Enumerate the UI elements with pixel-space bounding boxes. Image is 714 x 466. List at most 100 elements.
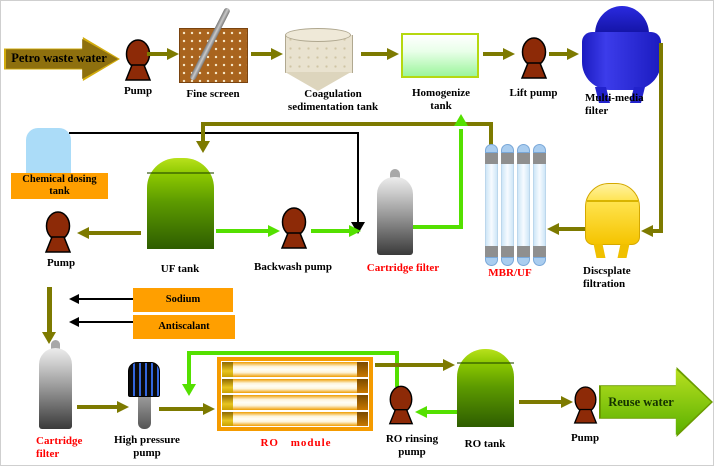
ro-module-label: RO module	[260, 437, 332, 449]
arrow-pump1-to-finescreen	[147, 52, 169, 56]
green-arrowhead-into-romodule-inlet	[182, 384, 196, 396]
high-pressure-pump-body	[138, 397, 151, 429]
ro-tube	[222, 395, 368, 410]
pump-icon	[124, 39, 152, 81]
antiscalant-box: Antiscalant	[133, 315, 235, 339]
high-pressure-pump-cap	[128, 362, 160, 397]
multimedia-filter-dome	[595, 6, 649, 34]
pump3-icon	[573, 386, 598, 424]
antiscalant-label: Antiscalant	[158, 320, 210, 332]
discsplate-leg-right	[617, 244, 630, 258]
discsplate-tank	[585, 183, 640, 245]
antiscalant-dosing-line	[79, 321, 133, 323]
multimedia-filter-label: Multi-media filter	[585, 92, 644, 117]
discsplate-label: Discsplate filtration	[583, 265, 631, 290]
homogenize-tank-label: Homogenize tank	[411, 87, 471, 112]
ro-tank-seam	[457, 362, 514, 364]
mbr-uf-unit	[485, 144, 547, 266]
cartridge2-knob	[51, 340, 60, 349]
green-arrowhead-to-rinsepump	[415, 406, 427, 418]
reuse-water-label: Reuse water	[608, 395, 674, 409]
pipe-mbr-up-segment	[489, 126, 493, 146]
arrowhead-into-uftank	[196, 141, 210, 153]
ro-tube	[222, 378, 368, 393]
uf-tank-label: UF tank	[160, 263, 200, 275]
pipe-mbr-to-uftank-horizontal	[201, 122, 493, 126]
cartridge1-label: Cartridge filter	[366, 262, 440, 274]
pipe-pump2-down	[47, 287, 52, 333]
chemical-dosing-tank	[26, 128, 71, 173]
lift-pump-icon	[520, 37, 548, 79]
sodium-arrowhead	[69, 294, 79, 304]
green-arrow-rotank-to-rinsepump	[427, 410, 457, 414]
mbr-tube	[517, 144, 530, 266]
coagulation-tank-top	[285, 28, 351, 42]
ro-tube	[222, 411, 368, 426]
pipe-multimedia-horizontal	[652, 229, 663, 233]
green-line-cartridge-right	[413, 225, 463, 229]
arrow-liftpump-to-multimedia	[549, 52, 569, 56]
arrow-finescreen-to-coag	[251, 52, 273, 56]
arrowhead-pump1-to-finescreen	[167, 48, 179, 60]
lift-pump-label: Lift pump	[509, 87, 558, 99]
arrowhead-uftank-to-pump2	[77, 227, 89, 239]
mbr-tube	[533, 144, 546, 266]
discsplate-leg-left	[593, 244, 606, 258]
uf-tank-seam	[147, 172, 214, 174]
green-line-cartridge-up	[459, 129, 463, 225]
antiscalant-arrowhead	[69, 317, 79, 327]
arrow-cartridge2-to-hppump	[77, 405, 119, 409]
arrowhead-romodule-to-rotank	[443, 359, 455, 371]
arrow-hppump-to-romodule	[159, 407, 205, 411]
arrowhead-cartridge2-to-hppump	[117, 401, 129, 413]
fine-screen-label: Fine screen	[186, 88, 240, 100]
green-arrowhead-to-backwash	[268, 225, 280, 237]
arrowhead-hppump-to-romodule	[203, 403, 215, 415]
chemical-dosing-label: Chemical dosing tank	[22, 173, 97, 197]
arrowhead-discsplate-to-mbr	[547, 223, 559, 235]
chemical-dosing-box: Chemical dosing tank	[11, 173, 108, 199]
sodium-box: Sodium	[133, 288, 233, 312]
ro-rinsing-pump-icon	[388, 385, 414, 425]
backwash-pump-label: Backwash pump	[254, 261, 332, 273]
ro-tube	[222, 362, 368, 377]
pump2-label: Pump	[46, 257, 76, 269]
arrow-homogenize-to-liftpump	[483, 52, 505, 56]
pump3-label: Pump	[570, 432, 600, 444]
arrow-rotank-to-pump3	[519, 400, 563, 404]
high-pressure-pump-label: High pressure pump	[114, 434, 180, 459]
ro-rinsing-pump-label: RO rinsing pump	[385, 433, 439, 458]
mbr-tube	[501, 144, 514, 266]
dosing-line-vertical	[357, 132, 359, 223]
sodium-dosing-line	[79, 298, 133, 300]
cartridge-filter-1	[377, 177, 413, 255]
arrowhead-finescreen-to-coag	[271, 48, 283, 60]
arrow-romodule-to-rotank	[375, 363, 445, 367]
sodium-label: Sodium	[165, 293, 201, 305]
green-rinse-line-right-down	[395, 355, 399, 387]
green-arrowhead-to-cartridge	[349, 225, 361, 237]
cartridge-filter-2	[39, 348, 72, 429]
green-arrow-uftank-to-backwash	[216, 229, 268, 233]
arrowhead-liftpump-to-multimedia	[567, 48, 579, 60]
homogenize-tank	[401, 33, 479, 78]
green-rinse-line-left-down	[187, 355, 191, 385]
green-rinse-line-top	[187, 351, 399, 355]
arrowhead-coag-to-homogenize	[387, 48, 399, 60]
ro-module	[217, 357, 373, 431]
backwash-pump-icon	[280, 207, 308, 249]
multimedia-filter-body	[582, 32, 661, 90]
arrow-discsplate-to-mbr	[559, 227, 585, 231]
pipe-uftank-down-segment	[201, 126, 205, 142]
ro-tank	[457, 349, 514, 427]
arrow-uftank-to-pump2	[89, 231, 141, 235]
mbr-label: MBR/UF	[488, 267, 532, 279]
cartridge2-label: Cartridge filter	[36, 435, 83, 460]
pump1-label: Pump	[123, 85, 153, 97]
ro-tank-label: RO tank	[464, 438, 506, 450]
arrowhead-homogenize-to-liftpump	[503, 48, 515, 60]
mbr-tube	[485, 144, 498, 266]
discsplate-tank-seam	[587, 200, 638, 202]
green-arrowhead-up-to-pipe	[454, 114, 468, 126]
